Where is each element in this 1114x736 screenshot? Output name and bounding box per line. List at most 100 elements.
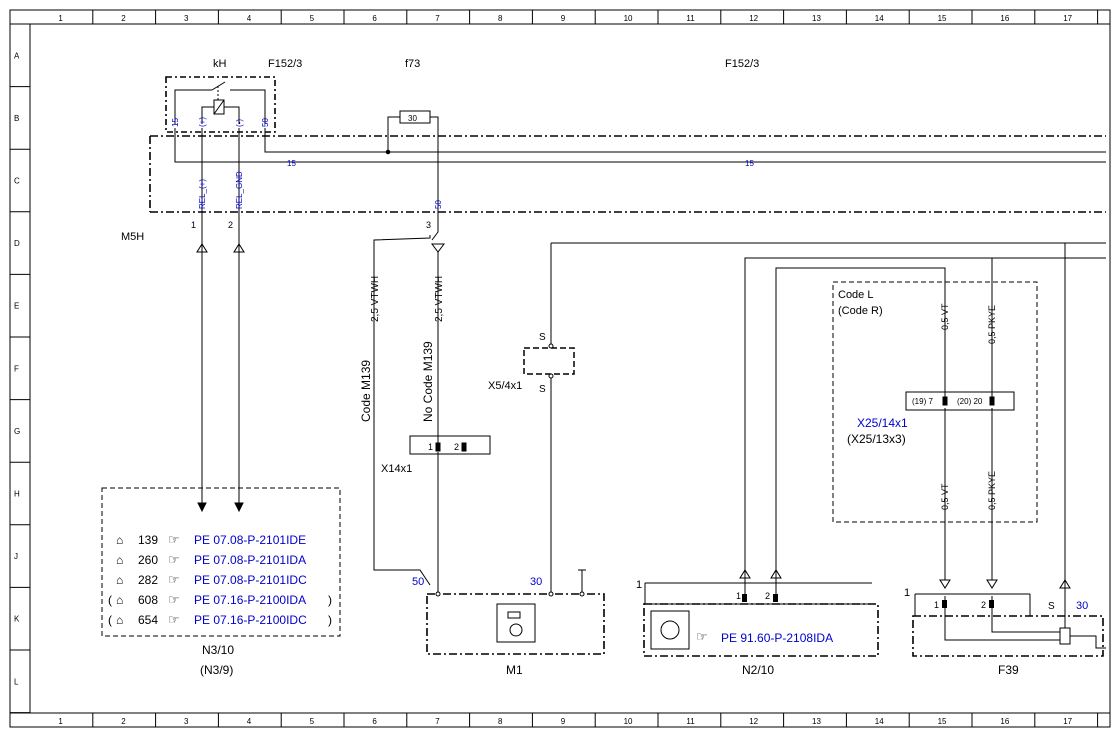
- row-label: J: [14, 552, 18, 561]
- reference-link[interactable]: PE 07.16-P-2100IDA: [194, 593, 306, 607]
- column-label-top: 9: [561, 14, 566, 23]
- n3-reference-list: ⌂139☞PE 07.08-P-2101IDE⌂260☞PE 07.08-P-2…: [108, 532, 332, 627]
- column-labels: 1122334455667788991010111112121313141415…: [58, 14, 1072, 726]
- fuse-value: 30: [408, 114, 417, 123]
- bus-wires: [174, 128, 1106, 212]
- column-label-bottom: 10: [624, 717, 633, 726]
- row-label: A: [14, 51, 20, 60]
- f39-contact1: 1: [934, 600, 939, 610]
- column-label-top: 14: [875, 14, 884, 23]
- row-label: G: [14, 427, 20, 436]
- row-label: K: [14, 615, 20, 624]
- n3-reference-row: ⌂260☞PE 07.08-P-2101IDA: [116, 552, 306, 567]
- wire-vt-top: 0,5 VT: [940, 303, 950, 330]
- row-label: C: [14, 177, 20, 186]
- f39-contact2: 2: [981, 600, 986, 610]
- code-m139-label: Code M139: [359, 360, 373, 422]
- x25-pins-right: (20) 20: [957, 397, 983, 406]
- engine-code: 608: [138, 593, 158, 607]
- frame: [9, 9, 1111, 728]
- x5-label: X5/4x1: [488, 380, 522, 392]
- x25-pins-left: (19) 7: [912, 397, 933, 406]
- row-label: D: [14, 239, 20, 248]
- pin-50: 50: [261, 118, 270, 127]
- wire-50-label: 50: [434, 200, 443, 209]
- column-label-bottom: 4: [247, 717, 252, 726]
- column-label-bottom: 11: [686, 717, 695, 726]
- pointing-hand-icon: ☞: [168, 592, 180, 607]
- column-label-top: 13: [812, 14, 821, 23]
- engine-icon: ⌂: [116, 553, 123, 567]
- code-r-label: (Code R): [838, 305, 883, 317]
- wire-vt-bottom: 0,5 VT: [940, 483, 950, 510]
- pin-minus: (-): [235, 119, 244, 127]
- n2-ref-link[interactable]: PE 91.60-P-2108IDA: [721, 631, 833, 645]
- column-label-top: 17: [1063, 14, 1072, 23]
- n3-reference-row: ⌂139☞PE 07.08-P-2101IDE: [116, 532, 306, 547]
- n3-leads: [196, 212, 245, 513]
- column-label-bottom: 16: [1000, 717, 1009, 726]
- paren-open: (: [108, 593, 112, 607]
- f39-name: F39: [998, 663, 1019, 677]
- column-label-top: 12: [749, 14, 758, 23]
- relay-kh: [165, 76, 276, 133]
- column-label-bottom: 6: [372, 717, 377, 726]
- connector-x5: [523, 343, 575, 379]
- fuse-f73: [387, 110, 439, 212]
- engine-code: 260: [138, 553, 158, 567]
- column-label-bottom: 8: [498, 717, 503, 726]
- n3-reference-row: (⌂654☞PE 07.16-P-2100IDC): [108, 612, 332, 627]
- f39-box: [912, 593, 1106, 657]
- fuse-label: f73: [405, 58, 420, 70]
- column-label-top: 7: [435, 14, 440, 23]
- m1-pin-50: 50: [412, 576, 424, 588]
- reference-link[interactable]: PE 07.08-P-2101IDC: [194, 573, 307, 587]
- reference-link[interactable]: PE 07.08-P-2101IDA: [194, 553, 306, 567]
- connector-x25: [905, 391, 1015, 411]
- m1-supply: [373, 212, 1106, 593]
- contact-3: 3: [426, 220, 431, 230]
- rel-gnd-label: REL_GND: [235, 171, 244, 209]
- rel-plus-label: REL_(+): [198, 179, 207, 209]
- column-label-bottom: 2: [121, 717, 126, 726]
- column-label-bottom: 12: [749, 717, 758, 726]
- f39-s: S: [1048, 601, 1055, 612]
- m1-pin-30: 30: [530, 576, 542, 588]
- column-label-bottom: 17: [1063, 717, 1072, 726]
- pointing-hand-icon: ☞: [168, 612, 180, 627]
- x5-s-top: S: [539, 332, 546, 343]
- paren-close: ): [328, 593, 332, 607]
- n3-name: N3/10: [202, 643, 234, 657]
- x25-label: X25/14x1: [857, 416, 908, 430]
- reference-link[interactable]: PE 07.08-P-2101IDE: [194, 533, 306, 547]
- wire-vtwh-left: 2,5 VTWH: [370, 276, 381, 322]
- pointing-hand-icon: ☞: [168, 572, 180, 587]
- n2-name: N2/10: [742, 663, 774, 677]
- contact-1: 1: [191, 220, 196, 230]
- column-label-top: 2: [121, 14, 126, 23]
- reference-link[interactable]: PE 07.16-P-2100IDC: [194, 613, 307, 627]
- n3-box: [101, 487, 341, 637]
- column-label-top: 6: [372, 14, 377, 23]
- x14-label: X14x1: [381, 463, 412, 475]
- engine-icon: ⌂: [116, 533, 123, 547]
- relay-label: kH: [213, 58, 227, 70]
- row-grid: [10, 86, 30, 714]
- n2-leads: [739, 243, 1106, 628]
- n2-contact1: 1: [736, 591, 741, 601]
- code-l-box: [832, 281, 1038, 523]
- column-label-bottom: 13: [812, 717, 821, 726]
- m1-box: [426, 591, 605, 655]
- m5h-label: M5H: [121, 231, 144, 243]
- x14-pin1: 1: [428, 442, 433, 452]
- f39-pin30: 30: [1076, 600, 1088, 612]
- column-label-bottom: 14: [875, 717, 884, 726]
- column-label-top: 11: [686, 14, 695, 23]
- wire-pkye-top: 0,5 PKYE: [987, 305, 997, 344]
- wire-pkye-bottom: 0,5 PKYE: [987, 471, 997, 510]
- column-label-top: 3: [184, 14, 189, 23]
- wire-vtwh-right: 2,5 VTWH: [434, 276, 445, 322]
- column-label-top: 8: [498, 14, 503, 23]
- column-label-bottom: 7: [435, 717, 440, 726]
- row-label: B: [14, 114, 19, 123]
